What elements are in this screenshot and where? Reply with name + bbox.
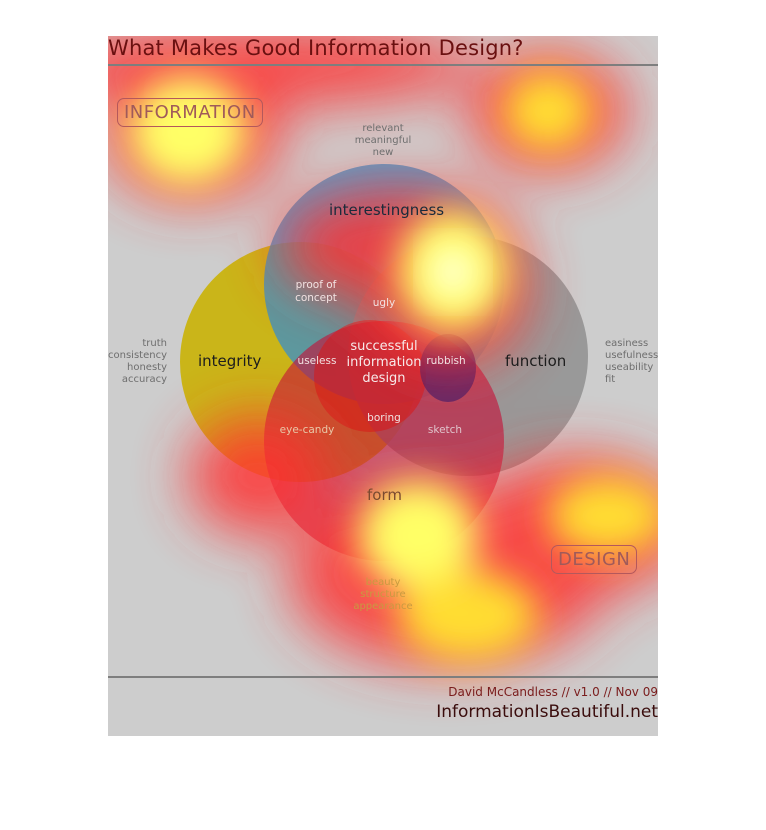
descriptor-relevant: relevant <box>362 123 404 134</box>
footer-rule <box>108 676 658 678</box>
form-label: form <box>367 486 402 504</box>
integrity-descriptors: truth consistency honesty accuracy <box>108 338 167 386</box>
descriptor-meaningful: meaningful <box>354 135 412 146</box>
descriptor-structure: structure <box>360 589 406 600</box>
heatmap-overlay <box>108 36 658 666</box>
overlap-sketch: sketch <box>427 424 463 436</box>
information-label: INFORMATION <box>117 98 263 127</box>
header-rule <box>108 64 658 66</box>
descriptor-usefulness: usefulness <box>605 350 658 361</box>
descriptor-appearance: appearance <box>353 601 413 612</box>
interestingness-descriptors: relevant meaningful new <box>348 123 418 159</box>
overlap-proof-of-concept: proof of concept <box>295 279 337 304</box>
function-label: function <box>505 352 567 370</box>
overlap-useless: useless <box>297 355 337 367</box>
overlap-boring: boring <box>367 412 401 424</box>
overlap-ugly: ugly <box>372 297 396 309</box>
descriptor-honesty: honesty <box>127 362 167 373</box>
descriptor-consistency: consistency <box>108 350 167 361</box>
descriptor-truth: truth <box>142 338 167 349</box>
descriptor-new: new <box>372 147 394 158</box>
descriptor-fit: fit <box>605 374 616 385</box>
page-title: What Makes Good Information Design? <box>108 36 524 60</box>
overlap-eye-candy: eye-candy <box>279 424 335 436</box>
function-descriptors: easiness usefulness useability fit <box>605 338 658 386</box>
integrity-label: integrity <box>198 352 262 370</box>
descriptor-beauty: beauty <box>365 577 401 588</box>
descriptor-easiness: easiness <box>605 338 649 349</box>
site-name: InformationIsBeautiful.net <box>436 702 658 722</box>
poster: What Makes Good Information Design? INFO… <box>108 36 658 736</box>
interestingness-label: interestingness <box>329 201 445 219</box>
design-label: DESIGN <box>551 545 638 574</box>
venn-diagram <box>108 36 658 666</box>
center-overlap-label: successful information design <box>346 339 422 386</box>
descriptor-useability: useability <box>605 362 654 373</box>
credit-line: David McCandless // v1.0 // Nov 09 <box>448 685 658 699</box>
overlap-rubbish: rubbish <box>426 355 466 367</box>
form-descriptors: beauty structure appearance <box>348 577 418 613</box>
descriptor-accuracy: accuracy <box>121 374 167 385</box>
